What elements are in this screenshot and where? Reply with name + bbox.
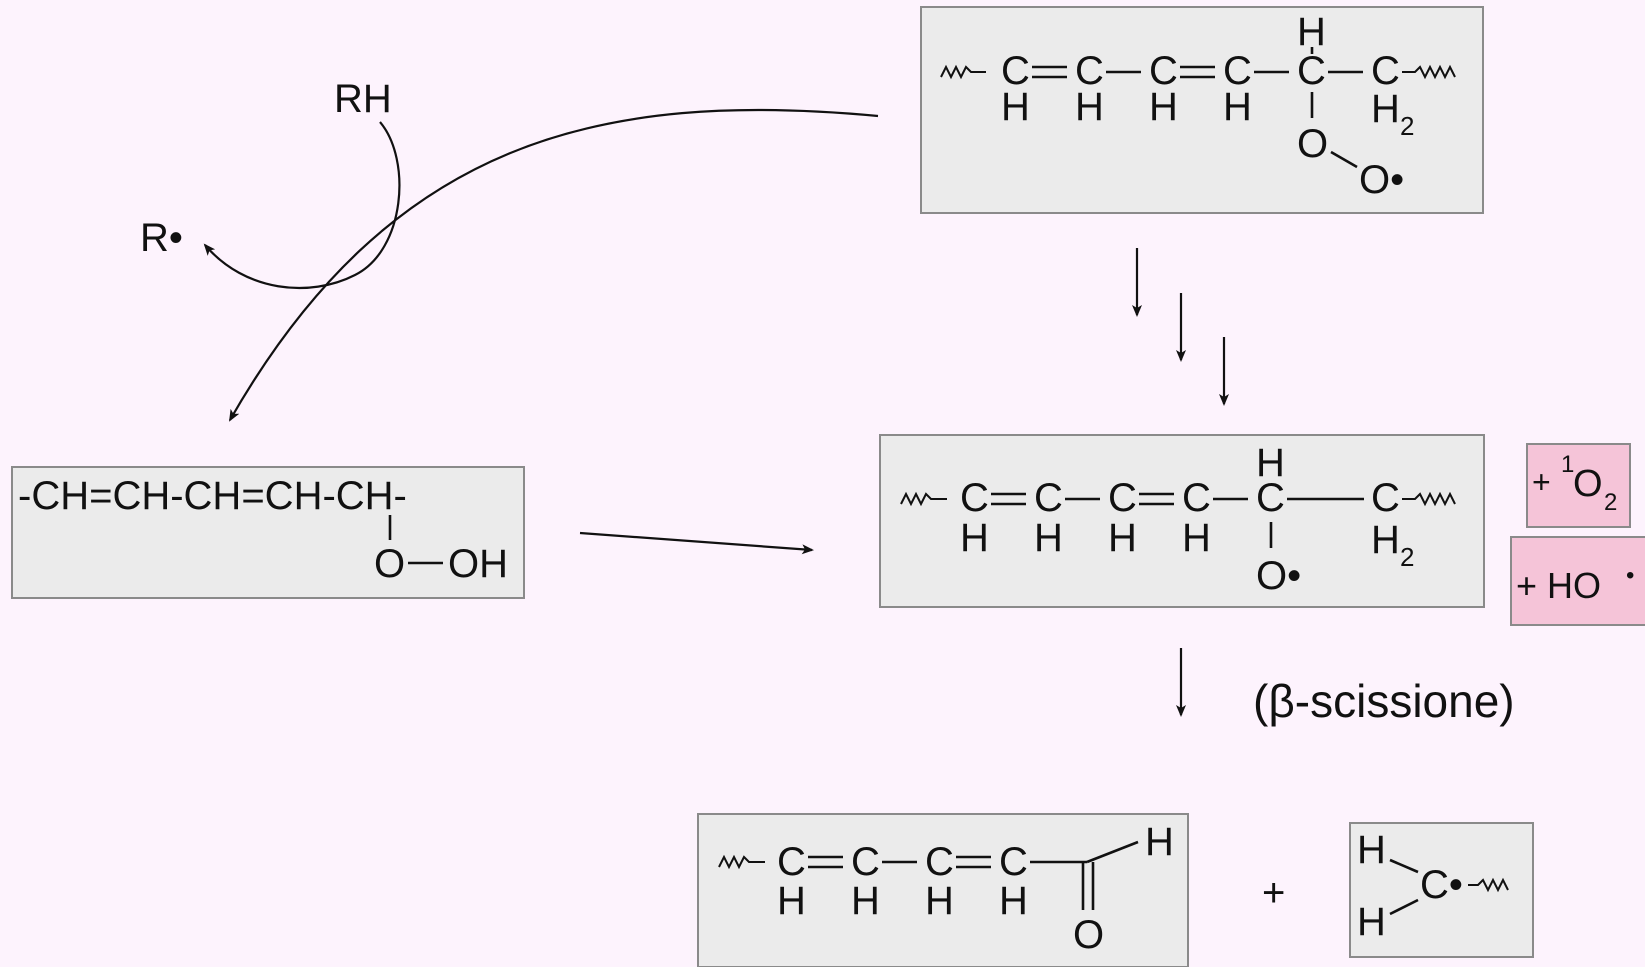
alkoxyl-radical-box (879, 434, 1485, 608)
carbon-4: C (999, 840, 1028, 884)
rh-label: RH (334, 77, 392, 121)
oxygen-radical: O• (1256, 554, 1301, 598)
carbon-6: C (1371, 476, 1400, 520)
hydrogen: H (1182, 516, 1211, 560)
hydrogen: H (1108, 516, 1137, 560)
methylene-subscript: 2 (1400, 542, 1414, 572)
oxygen-1: O (1297, 122, 1328, 166)
carbon-5: C (1297, 49, 1326, 93)
alkyl-radical-structure: H C• H (1349, 822, 1534, 958)
hydrogen-top: H (1256, 441, 1285, 485)
hydroxyl-radical-byproduct: + HO • (1510, 536, 1645, 626)
oxygen-symbol: O (1573, 463, 1603, 505)
peroxyl-radical-box (920, 6, 1484, 214)
oxygen-subscript: 2 (1604, 489, 1617, 516)
hydrogen: H (1223, 85, 1252, 129)
aldehyde-structure: C C C C H O H H H H (697, 813, 1189, 967)
hydroxyl-group: OH (448, 542, 508, 586)
carbon-6: C (1371, 49, 1400, 93)
methylene-h: H (1371, 518, 1400, 562)
carbon-3: C (1149, 49, 1178, 93)
carbon-3: C (925, 840, 954, 884)
chain-wavy-left (718, 854, 765, 870)
hydrogen: H (960, 516, 989, 560)
hydrogen-bottom: H (1357, 900, 1386, 944)
carbon-radical: C• (1420, 863, 1463, 907)
chain-wavy-right (1402, 491, 1456, 507)
chain-wavy-right (1402, 64, 1456, 80)
singlet-superscript: 1 (1561, 451, 1574, 478)
hydrogen-top: H (1357, 828, 1386, 872)
hydrogen: H (1075, 85, 1104, 129)
hydrogen: H (777, 879, 806, 923)
carbon-5: C (1256, 476, 1285, 520)
carbon-1: C (777, 840, 806, 884)
curved-arrows (203, 108, 879, 422)
carbon-2: C (851, 840, 880, 884)
hydroperoxide-box (11, 466, 525, 599)
methylene-h: H (1371, 87, 1400, 131)
aldehyde-hydrogen: H (1145, 820, 1174, 864)
alkyl-radical-box (1349, 822, 1534, 958)
peroxyl-to-hydroperoxide-arrow (229, 108, 879, 422)
hydroperoxide-to-alkoxyl-arrow (579, 531, 814, 555)
carbonyl-oxygen: O (1073, 913, 1104, 957)
hydrogen: H (851, 879, 880, 923)
carbon-1: C (1001, 49, 1030, 93)
hydrogen-abstraction-arrow (203, 121, 401, 290)
chain-wavy-left (900, 491, 947, 507)
r-radical-label: R• (140, 216, 183, 260)
carbon-2: C (1034, 476, 1063, 520)
carbon-4: C (1223, 49, 1252, 93)
hydrogen: H (925, 879, 954, 923)
hydrogen: H (1149, 85, 1178, 129)
oxygen-radical: O• (1359, 158, 1404, 202)
hydroperoxide-structure: -CH=CH-CH=CH-CH- O OH (11, 466, 525, 599)
hydrogen: H (1001, 85, 1030, 129)
plus-sign: + (1262, 871, 1285, 915)
chain-wavy-left (940, 64, 986, 80)
carbon-4: C (1182, 476, 1211, 520)
singlet-oxygen-byproduct: + 1 O 2 (1526, 443, 1631, 528)
plus: + (1532, 464, 1551, 500)
carbon-2: C (1075, 49, 1104, 93)
beta-scission-label: (β-scissione) (1253, 675, 1515, 727)
chain-wavy-right (1468, 877, 1509, 893)
hydrogen: H (999, 879, 1028, 923)
methylene-subscript: 2 (1400, 111, 1414, 141)
peroxyl-radical-structure: C C C C C C H H H H H H 2 O O• (920, 6, 1484, 214)
peroxide-oxygen: O (374, 542, 405, 586)
aldehyde-box (697, 813, 1189, 967)
carbon-1: C (960, 476, 989, 520)
alkoxyl-radical-structure: C C C C C C H H H H H H 2 O• (879, 434, 1485, 608)
hydroxyl-text: + HO (1516, 565, 1601, 606)
carbon-3: C (1108, 476, 1137, 520)
multi-step-arrows (1132, 248, 1229, 406)
hydroperoxide-formula: -CH=CH-CH=CH-CH- (18, 474, 407, 518)
hydrogen: H (1034, 516, 1063, 560)
hydrogen-top: H (1297, 10, 1326, 54)
radical-dot: • (1626, 562, 1634, 589)
